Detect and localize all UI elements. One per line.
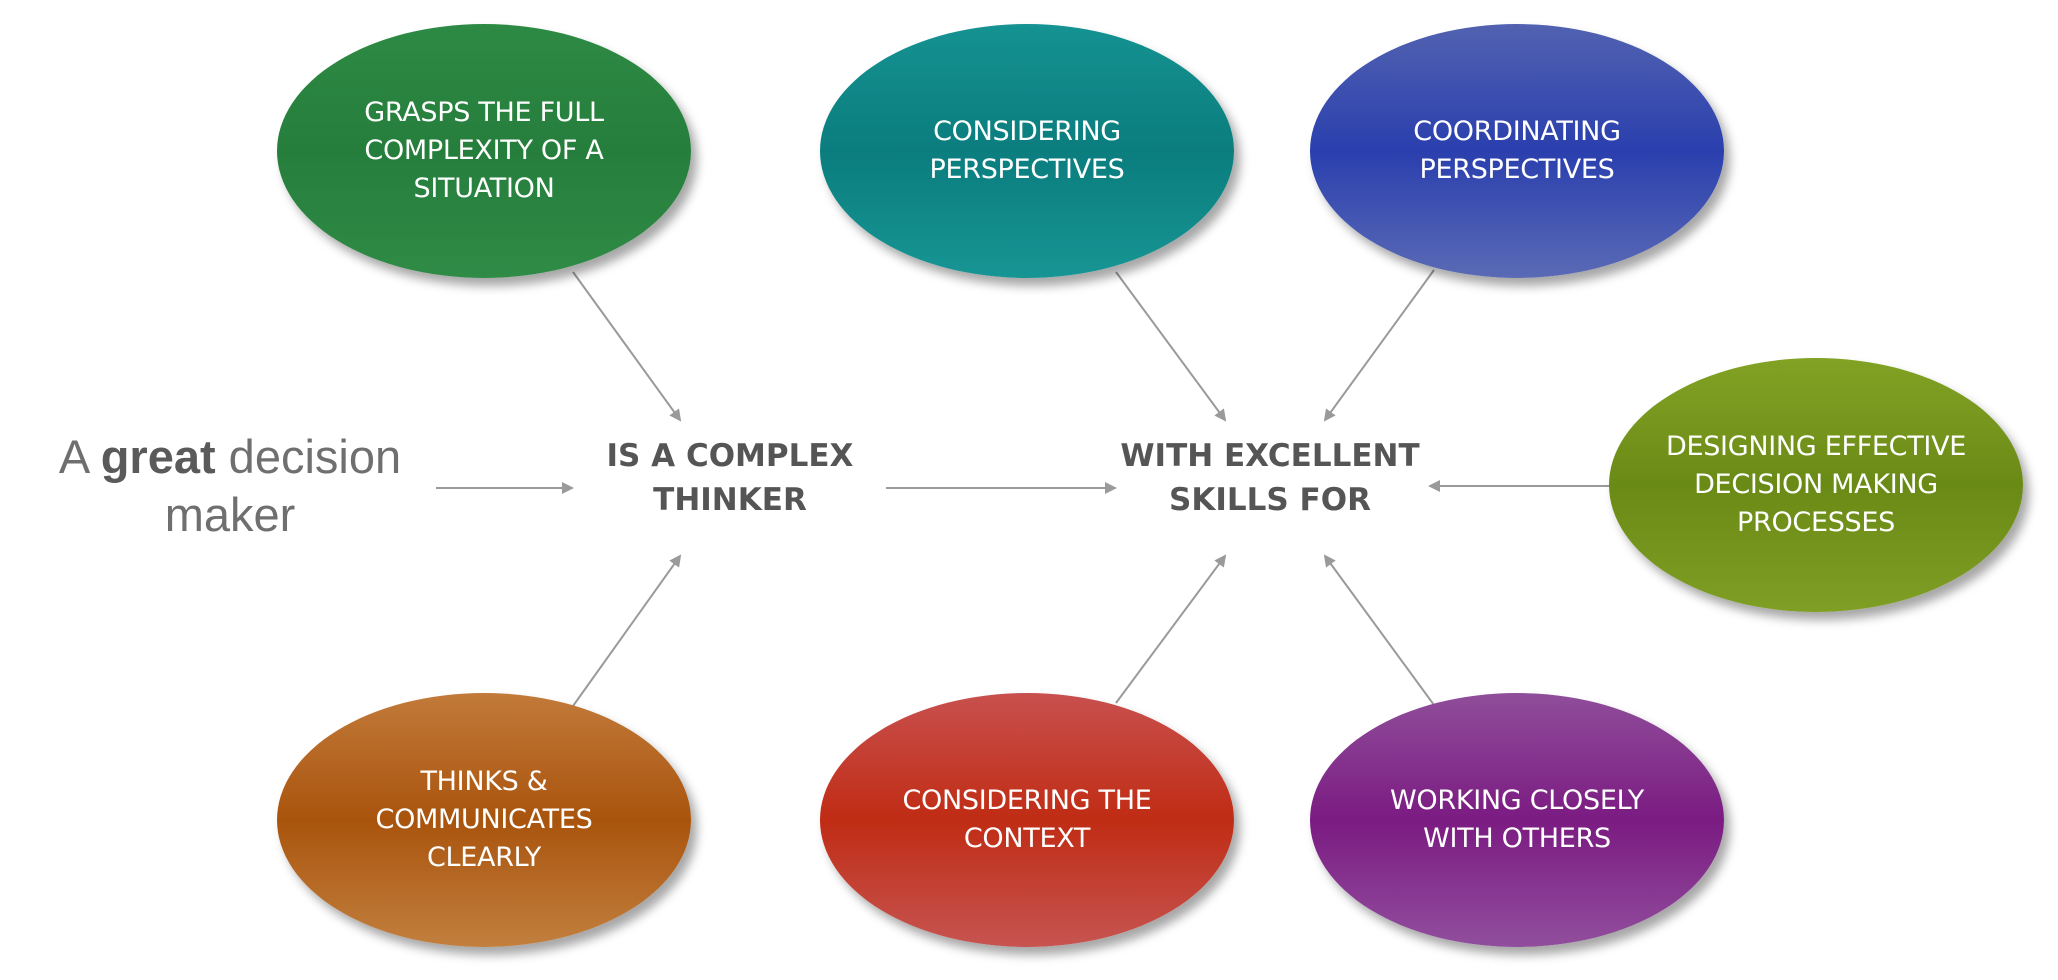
bubble-grasps-complexity-text: GRASPS THE FULL COMPLEXITY OF A SITUATIO…: [364, 97, 604, 204]
excellent-skills-label: WITH EXCELLENT SKILLS FOR: [1120, 438, 1420, 518]
bubble-working-closely-text: WORKING CLOSELY WITH OTHERS: [1390, 785, 1644, 854]
bubble-considering-context: CONSIDERING THE CONTEXT: [820, 693, 1234, 947]
arrow-working-to-skills: [1323, 554, 1435, 706]
intro-after: decision maker: [164, 430, 402, 541]
complex-thinker-label: IS A COMPLEX THINKER: [606, 438, 854, 518]
bubble-considering-context-text: CONSIDERING THE CONTEXT: [902, 785, 1152, 854]
arrow-coordinating-to-skills: [1323, 269, 1435, 422]
intro-before: A: [58, 430, 101, 483]
intro-text: A great decision maker: [30, 428, 430, 544]
bubble-considering-perspectives-text: CONSIDERING PERSPECTIVES: [929, 116, 1125, 185]
arrow-context-to-skills: [1115, 554, 1227, 704]
arrow-thinks-to-thinker: [572, 554, 682, 707]
bubble-grasps-complexity: GRASPS THE FULL COMPLEXITY OF A SITUATIO…: [277, 24, 691, 278]
arrow-considering-perspectives-to-skills: [1115, 271, 1227, 422]
bubble-coordinating-perspectives: COORDINATING PERSPECTIVES: [1310, 24, 1724, 278]
bubble-thinks-communicates-text: THINKS & COMMUNICATES CLEARLY: [375, 766, 593, 873]
bubble-considering-perspectives: CONSIDERING PERSPECTIVES: [820, 24, 1234, 278]
bubble-working-closely: WORKING CLOSELY WITH OTHERS: [1310, 693, 1724, 947]
bubble-coordinating-perspectives-text: COORDINATING PERSPECTIVES: [1413, 116, 1621, 185]
bubble-designing-processes-text: DESIGNING EFFECTIVE DECISION MAKING PROC…: [1665, 431, 1967, 538]
bubble-thinks-communicates: THINKS & COMMUNICATES CLEARLY: [277, 693, 691, 947]
intro-emphasis: great: [100, 430, 216, 483]
arrow-grasps-to-thinker: [572, 271, 682, 422]
bubble-designing-processes: DESIGNING EFFECTIVE DECISION MAKING PROC…: [1609, 358, 2023, 612]
